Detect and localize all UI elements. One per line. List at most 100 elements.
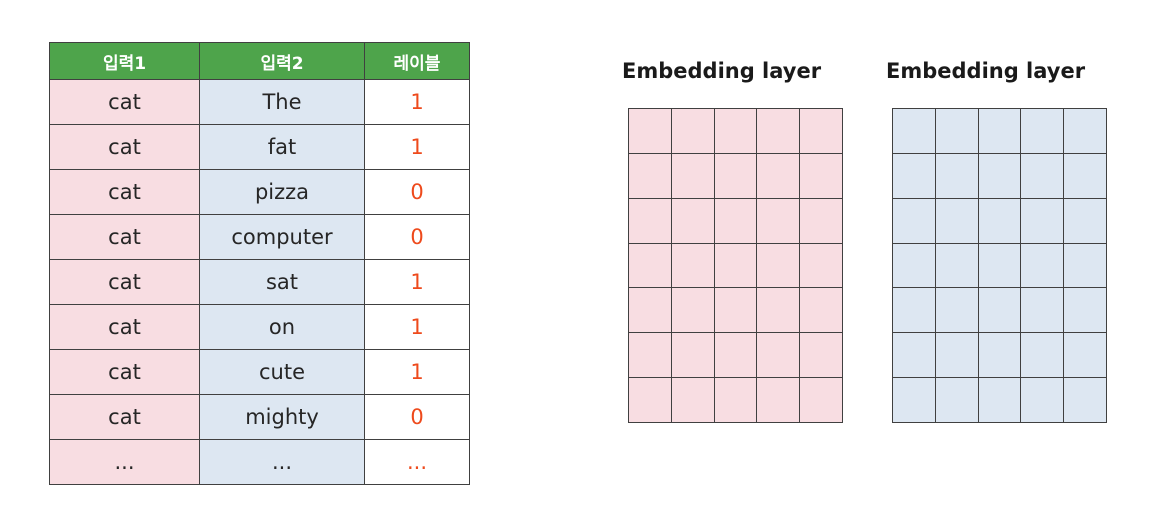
input1-cell: cat bbox=[49, 259, 200, 305]
embedding-cell bbox=[893, 243, 936, 289]
embedding-cell bbox=[629, 109, 672, 154]
embedding-cell bbox=[978, 333, 1022, 379]
embedding-cell bbox=[671, 153, 715, 199]
embedding-cell bbox=[629, 288, 672, 334]
input2-cell: on bbox=[199, 304, 365, 350]
table-row: ... ... ... bbox=[49, 439, 470, 485]
embedding-cell bbox=[1064, 243, 1107, 289]
embedding-cell bbox=[978, 153, 1022, 199]
embedding-cell bbox=[757, 109, 801, 154]
embedding-cell bbox=[800, 243, 843, 289]
embedding-cell bbox=[1021, 333, 1065, 379]
table-row: cat fat 1 bbox=[49, 124, 470, 170]
embedding-cell bbox=[671, 333, 715, 379]
embedding-cell bbox=[893, 198, 936, 244]
table-row: cat cute 1 bbox=[49, 349, 470, 395]
embedding-cell bbox=[671, 109, 715, 154]
embedding-cell bbox=[800, 153, 843, 199]
input1-cell: cat bbox=[49, 394, 200, 440]
embedding-cell bbox=[1064, 288, 1107, 334]
embedding-cell bbox=[629, 153, 672, 199]
input1-cell: cat bbox=[49, 214, 200, 260]
label-cell: 0 bbox=[364, 214, 470, 260]
input1-cell: cat bbox=[49, 304, 200, 350]
label-cell: 1 bbox=[364, 79, 470, 125]
input2-cell: fat bbox=[199, 124, 365, 170]
column-header-input1: 입력1 bbox=[49, 42, 200, 80]
embedding-layer-title-2: Embedding layer bbox=[886, 59, 1086, 83]
table-row: cat sat 1 bbox=[49, 259, 470, 305]
label-cell: 0 bbox=[364, 169, 470, 215]
embedding-cell bbox=[629, 243, 672, 289]
input1-cell: cat bbox=[49, 169, 200, 215]
table-row: cat computer 0 bbox=[49, 214, 470, 260]
embedding-cell bbox=[1021, 243, 1065, 289]
embedding-cell bbox=[935, 378, 979, 423]
embedding-cell bbox=[935, 198, 979, 244]
embedding-cell bbox=[1021, 198, 1065, 244]
embedding-cell bbox=[893, 288, 936, 334]
embedding-cell bbox=[1021, 378, 1065, 423]
table-row: cat The 1 bbox=[49, 79, 470, 125]
table-header-row: 입력1 입력2 레이블 bbox=[49, 42, 470, 80]
embedding-cell bbox=[800, 288, 843, 334]
embedding-cell bbox=[935, 288, 979, 334]
embedding-cell bbox=[757, 153, 801, 199]
embedding-cell bbox=[1021, 288, 1065, 334]
input2-cell: pizza bbox=[199, 169, 365, 215]
embedding-cell bbox=[893, 153, 936, 199]
column-header-input2: 입력2 bbox=[199, 42, 365, 80]
embedding-cell bbox=[714, 288, 758, 334]
embedding-cell bbox=[978, 243, 1022, 289]
column-header-label: 레이블 bbox=[364, 42, 470, 80]
embedding-cell bbox=[893, 333, 936, 379]
input2-cell: ... bbox=[199, 439, 365, 485]
embedding-cell bbox=[935, 243, 979, 289]
embedding-cell bbox=[893, 378, 936, 423]
label-cell: 1 bbox=[364, 259, 470, 305]
embedding-cell bbox=[978, 198, 1022, 244]
embedding-cell bbox=[935, 333, 979, 379]
embedding-cell bbox=[671, 198, 715, 244]
embedding-cell bbox=[800, 333, 843, 379]
label-cell: 1 bbox=[364, 304, 470, 350]
embedding-cell bbox=[714, 378, 758, 423]
table-row: cat pizza 0 bbox=[49, 169, 470, 215]
embedding-cell bbox=[935, 153, 979, 199]
embedding-cell bbox=[629, 198, 672, 244]
embedding-cell bbox=[1064, 198, 1107, 244]
embedding-cell bbox=[1021, 153, 1065, 199]
training-pair-table: 입력1 입력2 레이블 cat The 1 cat fat 1 cat pizz… bbox=[49, 42, 470, 485]
embedding-cell bbox=[714, 198, 758, 244]
embedding-cell bbox=[714, 109, 758, 154]
embedding-cell bbox=[978, 288, 1022, 334]
embedding-cell bbox=[800, 198, 843, 244]
embedding-cell bbox=[671, 288, 715, 334]
embedding-cell bbox=[935, 109, 979, 154]
input2-cell: The bbox=[199, 79, 365, 125]
input2-cell: sat bbox=[199, 259, 365, 305]
input1-cell: ... bbox=[49, 439, 200, 485]
label-cell: ... bbox=[364, 439, 470, 485]
embedding-cell bbox=[757, 378, 801, 423]
embedding-layer-title-1: Embedding layer bbox=[622, 59, 822, 83]
embedding-cell bbox=[1064, 333, 1107, 379]
embedding-cell bbox=[757, 198, 801, 244]
embedding-cell bbox=[714, 243, 758, 289]
embedding-cell bbox=[800, 109, 843, 154]
input2-cell: mighty bbox=[199, 394, 365, 440]
embedding-cell bbox=[757, 333, 801, 379]
table-row: cat on 1 bbox=[49, 304, 470, 350]
input1-cell: cat bbox=[49, 124, 200, 170]
embedding-cell bbox=[757, 288, 801, 334]
embedding-cell bbox=[757, 243, 801, 289]
embedding-cell bbox=[714, 333, 758, 379]
embedding-cell bbox=[1064, 109, 1107, 154]
input2-cell: computer bbox=[199, 214, 365, 260]
embedding-cell bbox=[671, 378, 715, 423]
embedding-cell bbox=[714, 153, 758, 199]
embedding-cell bbox=[671, 243, 715, 289]
embedding-cell bbox=[978, 378, 1022, 423]
embedding-cell bbox=[1021, 109, 1065, 154]
input2-cell: cute bbox=[199, 349, 365, 395]
